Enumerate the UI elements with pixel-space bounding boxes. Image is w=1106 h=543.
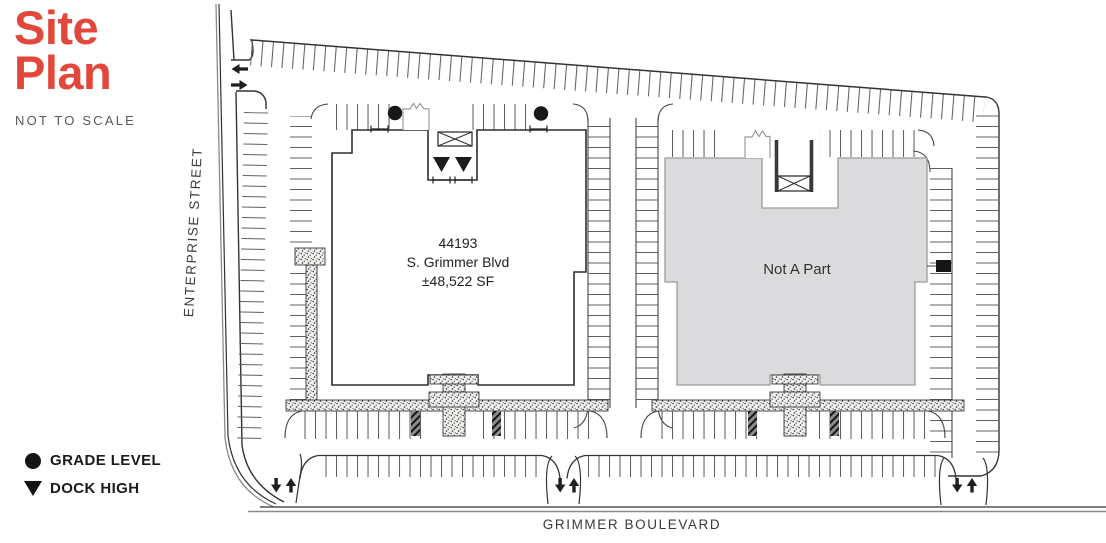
parking-row-top bbox=[249, 39, 987, 123]
down-arrow-icon bbox=[952, 478, 963, 493]
legend-dock-high-label: DOCK HIGH bbox=[50, 480, 140, 497]
grade-level-icon bbox=[387, 105, 403, 121]
utility-box-icon bbox=[936, 260, 951, 272]
building-main-address-street: S. Grimmer Blvd bbox=[406, 254, 510, 270]
hatched-island bbox=[411, 411, 420, 436]
hatched-island bbox=[492, 411, 501, 436]
right-arrow-icon bbox=[231, 80, 248, 90]
building-not-a-part-outline bbox=[664, 157, 928, 386]
driveway-edges bbox=[295, 453, 989, 506]
hatched-island bbox=[830, 411, 839, 436]
down-arrow-icon bbox=[555, 478, 566, 493]
page-title-line1: Site bbox=[14, 1, 99, 54]
building-main-area: ±48,522 SF bbox=[421, 273, 495, 289]
dock-high-icon bbox=[24, 481, 42, 496]
page-title-line2: Plan bbox=[14, 45, 112, 99]
parking-upper-inner bbox=[310, 103, 935, 157]
parking-right bbox=[912, 112, 998, 458]
walkway-south bbox=[285, 373, 965, 437]
page-title: Site Plan bbox=[14, 1, 112, 99]
left-arrow-icon bbox=[231, 64, 248, 74]
building-not-a-part-label: Not A Part bbox=[763, 261, 831, 278]
legend-item-grade-level: GRADE LEVEL bbox=[16, 452, 161, 469]
parking-left bbox=[237, 112, 312, 443]
up-arrow-icon bbox=[568, 478, 580, 493]
up-arrow-icon bbox=[966, 478, 978, 493]
street-lines bbox=[215, 3, 1106, 513]
parking-row-boulevard bbox=[299, 454, 957, 479]
dock-high-icon bbox=[433, 157, 450, 172]
legend-grade-level-label: GRADE LEVEL bbox=[50, 452, 162, 469]
parking-lower-inner bbox=[284, 410, 946, 439]
enclosure-icon bbox=[744, 129, 771, 158]
walkway-west bbox=[294, 247, 326, 403]
truck-apron-icon bbox=[777, 175, 811, 192]
not-to-scale-note: NOT TO SCALE bbox=[15, 113, 137, 128]
dock-well-walls bbox=[774, 140, 814, 192]
legend-item-dock-high: DOCK HIGH bbox=[16, 480, 161, 497]
dock-high-icon bbox=[455, 157, 472, 172]
grade-level-icon bbox=[533, 106, 549, 121]
truck-apron-icon bbox=[437, 131, 473, 147]
hatched-island bbox=[748, 411, 757, 436]
up-arrow-icon bbox=[285, 478, 297, 493]
building-main-address-number: 44193 bbox=[438, 235, 478, 251]
dock-leveler-icon bbox=[370, 125, 548, 184]
legend: GRADE LEVEL DOCK HIGH bbox=[16, 452, 161, 508]
traffic-arrows bbox=[231, 64, 978, 493]
parking-middle bbox=[572, 103, 674, 429]
grade-level-icon bbox=[25, 452, 41, 469]
enclosure-icon bbox=[402, 102, 430, 130]
building-main-label: 44193 S. Grimmer Blvd ±48,522 SF bbox=[407, 234, 510, 291]
street-label-grimmer: GRIMMER BOULEVARD bbox=[542, 517, 722, 532]
down-arrow-icon bbox=[271, 478, 282, 493]
